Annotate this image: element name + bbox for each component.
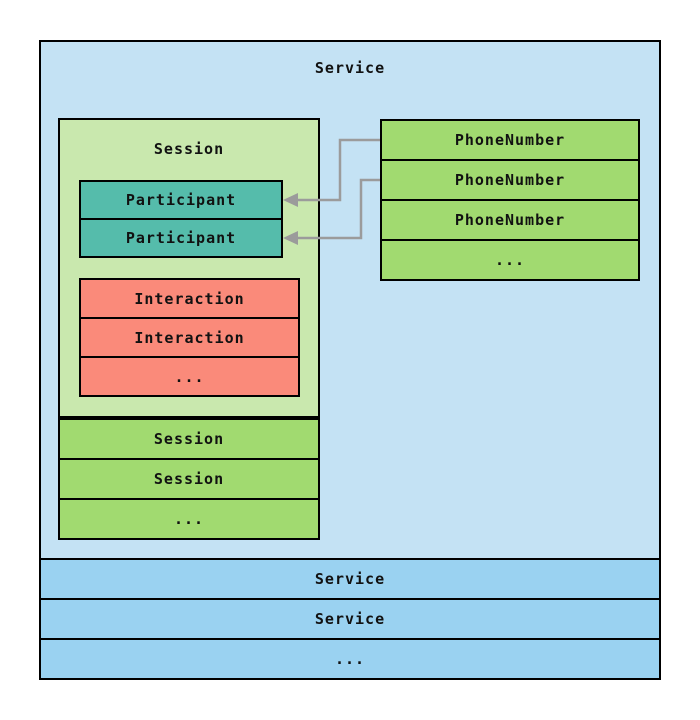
interaction-row-ellipsis: ...	[79, 356, 300, 397]
phone-number-row: PhoneNumber	[380, 159, 640, 201]
session-row: Session	[58, 458, 320, 500]
service-row: Service	[39, 598, 661, 640]
participant-row: Participant	[79, 180, 283, 220]
service-row: Service	[39, 558, 661, 600]
session-row-ellipsis: ...	[58, 498, 320, 540]
session-row: Session	[58, 418, 320, 460]
participant-row: Participant	[79, 218, 283, 258]
phone-number-row: PhoneNumber	[380, 199, 640, 241]
interaction-row: Interaction	[79, 317, 300, 358]
session-container-label: Session	[153, 140, 225, 158]
interaction-row: Interaction	[79, 278, 300, 319]
service-container-label: Service	[314, 59, 386, 77]
phone-number-row-ellipsis: ...	[380, 239, 640, 281]
service-row-ellipsis: ...	[39, 638, 661, 680]
phone-number-row: PhoneNumber	[380, 119, 640, 161]
